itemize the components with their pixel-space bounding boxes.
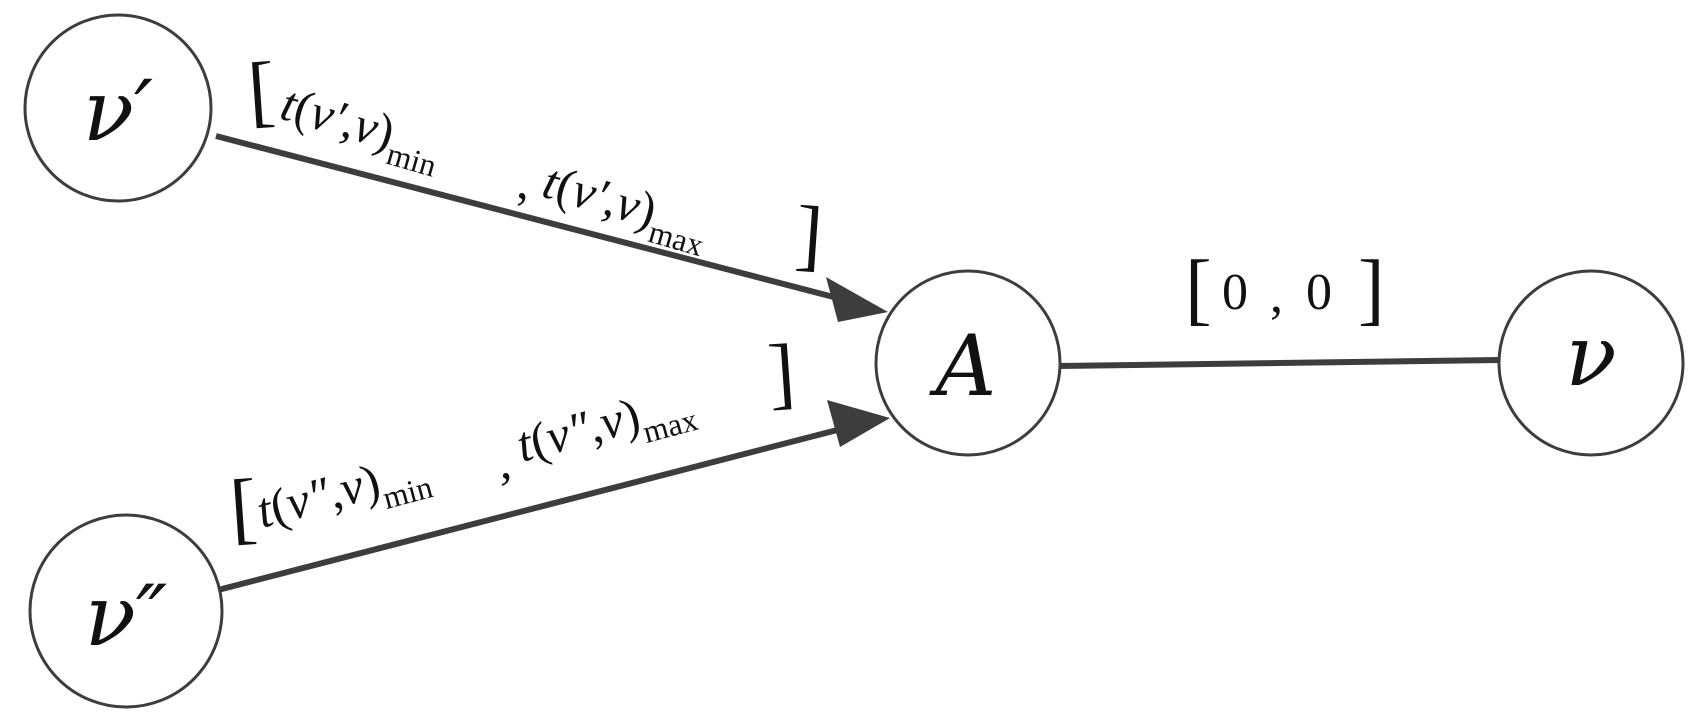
label-a-to-v-bracket-close: ] xyxy=(1358,245,1385,333)
node-v-double-prime-circle xyxy=(28,513,224,709)
label-a-to-v-separator: , xyxy=(1270,267,1283,324)
edge-label-a-to-v: [ 0 , 0 ] xyxy=(1185,245,1385,333)
edge-label-v-double-prime: [ t(ν″,ν)min , t(ν″,ν)max ] xyxy=(227,328,798,553)
label-v-prime-bracket-close: ] xyxy=(793,190,826,280)
label-v-double-prime-interval-max: t(ν″,ν)max xyxy=(510,372,701,482)
node-v-label: ν xyxy=(1565,307,1616,405)
label-a-to-v-bracket-open: [ xyxy=(1185,245,1212,333)
edge-v-double-prime-to-a[interactable] xyxy=(217,425,846,593)
label-v-double-prime-sub-max: max xyxy=(639,401,702,450)
node-a-circle xyxy=(874,269,1062,457)
label-v-prime-interval-min: t(ν′,ν)min xyxy=(272,75,449,184)
node-v-circle xyxy=(1497,269,1685,457)
label-v-double-prime-bracket-close: ] xyxy=(765,328,798,418)
label-v-double-prime-separator: , xyxy=(500,433,513,489)
label-v-prime-sub-max: max xyxy=(645,213,708,263)
node-a[interactable]: A xyxy=(874,269,1062,457)
label-v-prime-separator: , xyxy=(516,153,529,209)
arrow-head-v-prime xyxy=(826,277,888,322)
node-v[interactable]: ν xyxy=(1497,269,1685,457)
arrow-head-v-double-prime xyxy=(827,400,890,447)
node-v-prime[interactable]: ν′ xyxy=(23,13,213,203)
label-v-double-prime-interval-min: t(ν″,ν)min xyxy=(250,439,436,548)
node-v-prime-circle xyxy=(23,13,213,203)
node-a-label: A xyxy=(929,317,997,415)
label-v-prime-interval-max: t(ν′,ν)max xyxy=(534,153,716,263)
node-v-double-prime-label: ν″ xyxy=(85,567,167,665)
node-v-prime-label: ν′ xyxy=(83,62,153,160)
label-v-prime-bracket-open: [ xyxy=(245,46,278,136)
label-v-double-prime-bracket-open: [ xyxy=(227,463,260,553)
node-v-double-prime[interactable]: ν″ xyxy=(28,513,224,709)
edge-label-v-prime: [ t(ν′,ν)min , t(ν′,ν)max ] xyxy=(245,46,825,280)
label-a-to-v-lower: 0 xyxy=(1222,264,1248,321)
label-a-to-v-upper: 0 xyxy=(1306,264,1332,321)
label-v-prime-sub-min: min xyxy=(383,135,441,183)
label-v-double-prime-sub-min: min xyxy=(379,468,436,516)
edge-v-prime-to-a[interactable] xyxy=(215,133,846,303)
edge-a-to-v[interactable] xyxy=(1057,357,1501,369)
